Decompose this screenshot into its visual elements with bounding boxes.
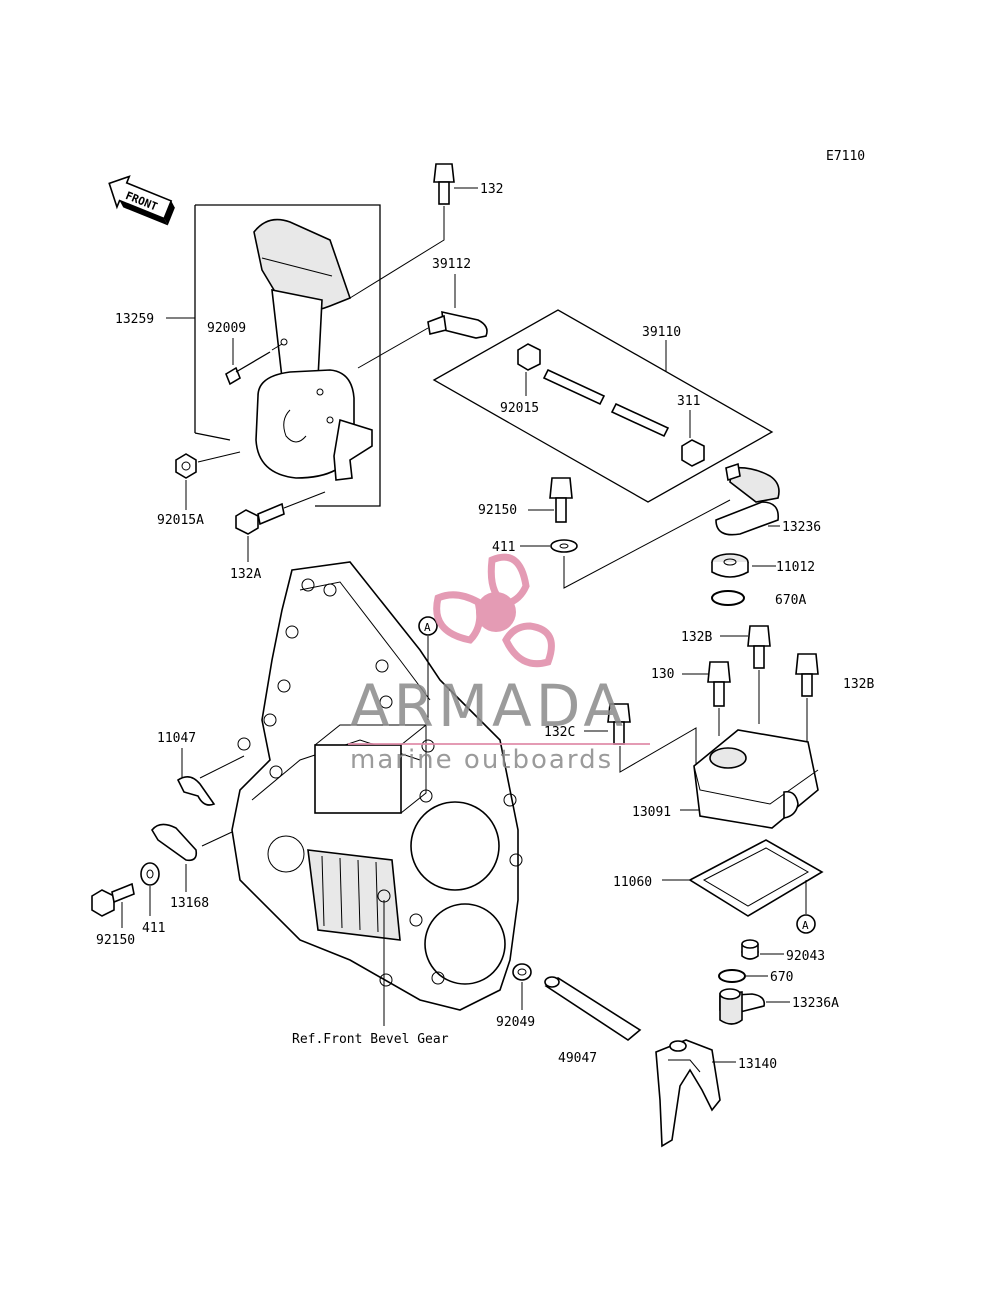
label-132: 132 bbox=[480, 182, 503, 197]
plate-13168 bbox=[151, 823, 198, 862]
rod-end-39112 bbox=[427, 310, 488, 339]
nut-311 bbox=[681, 439, 705, 467]
label-39110: 39110 bbox=[642, 325, 681, 340]
label-670A: 670A bbox=[775, 593, 806, 608]
washer-411-top bbox=[550, 539, 578, 553]
cover-13091 bbox=[693, 729, 819, 829]
bolt-132 bbox=[433, 163, 455, 205]
label-411-top: 411 bbox=[492, 540, 515, 555]
label-11012: 11012 bbox=[776, 560, 815, 575]
shaft-49047 bbox=[544, 976, 642, 1041]
gasket-11060 bbox=[688, 839, 824, 917]
label-13091: 13091 bbox=[632, 805, 671, 820]
propeller-icon bbox=[433, 553, 555, 668]
label-49047: 49047 bbox=[558, 1051, 597, 1066]
label-13168: 13168 bbox=[170, 896, 209, 911]
nut-92015 bbox=[517, 343, 541, 371]
label-39112: 39112 bbox=[432, 257, 471, 272]
lever-13236 bbox=[715, 462, 780, 536]
armada-watermark: ARMADA marine outboards bbox=[348, 553, 650, 775]
watermark-brand: ARMADA bbox=[350, 672, 627, 740]
washer-411-bottom bbox=[140, 862, 160, 886]
nut-92015A bbox=[175, 453, 197, 479]
label-13236A: 13236A bbox=[792, 996, 839, 1011]
front-arrow-icon: FRONT bbox=[108, 175, 175, 226]
bolt-132B-right bbox=[795, 653, 819, 697]
shift-rod-box bbox=[432, 309, 774, 503]
bolt-132A bbox=[235, 502, 285, 535]
reference-marker-a-case bbox=[418, 616, 438, 636]
label-92015A: 92015A bbox=[157, 513, 204, 528]
watermark-tagline: marine outboards bbox=[350, 745, 613, 775]
label-411-bottom: 411 bbox=[142, 921, 165, 936]
label-92049: 92049 bbox=[496, 1015, 535, 1030]
screw-92009 bbox=[225, 351, 271, 386]
label-132A: 132A bbox=[230, 567, 261, 582]
o-ring-670A bbox=[711, 590, 745, 606]
shift-lever-assembly bbox=[194, 204, 381, 507]
label-13140: 13140 bbox=[738, 1057, 777, 1072]
bolt-132C bbox=[607, 703, 631, 745]
shift-rod bbox=[542, 368, 606, 406]
label-132C: 132C bbox=[544, 725, 575, 740]
label-92150-top: 92150 bbox=[478, 503, 517, 518]
label-11047: 11047 bbox=[157, 731, 196, 746]
o-ring-670 bbox=[718, 969, 746, 983]
diagram-code: E7110 bbox=[826, 149, 865, 164]
label-130: 130 bbox=[651, 667, 674, 682]
label-132B-left: 132B bbox=[681, 630, 712, 645]
shift-fork-13140 bbox=[655, 1039, 721, 1148]
lever-13236A bbox=[719, 988, 766, 1025]
label-92009: 92009 bbox=[207, 321, 246, 336]
label-670: 670 bbox=[770, 970, 793, 985]
dowel-92043 bbox=[741, 939, 759, 960]
svg-text:A: A bbox=[802, 919, 809, 932]
label-92043: 92043 bbox=[786, 949, 825, 964]
seal-11012 bbox=[711, 553, 749, 578]
reference-marker-a-gasket bbox=[796, 914, 816, 934]
svg-text:A: A bbox=[424, 621, 431, 634]
ref-note: Ref.Front Bevel Gear bbox=[292, 1032, 449, 1047]
clip-11047 bbox=[176, 776, 216, 806]
label-92015: 92015 bbox=[500, 401, 539, 416]
bolt-132B-left bbox=[747, 625, 771, 669]
label-13236: 13236 bbox=[782, 520, 821, 535]
label-311: 311 bbox=[677, 394, 700, 409]
label-13259: 13259 bbox=[115, 312, 154, 327]
gear-case bbox=[231, 561, 523, 1011]
bolt-130 bbox=[707, 661, 731, 707]
bolt-92150-bottom bbox=[91, 882, 135, 917]
bolt-92150-top bbox=[549, 477, 573, 523]
label-11060: 11060 bbox=[613, 875, 652, 890]
label-92150-bottom: 92150 bbox=[96, 933, 135, 948]
ring-92049 bbox=[512, 963, 532, 981]
label-132B-right: 132B bbox=[843, 677, 874, 692]
